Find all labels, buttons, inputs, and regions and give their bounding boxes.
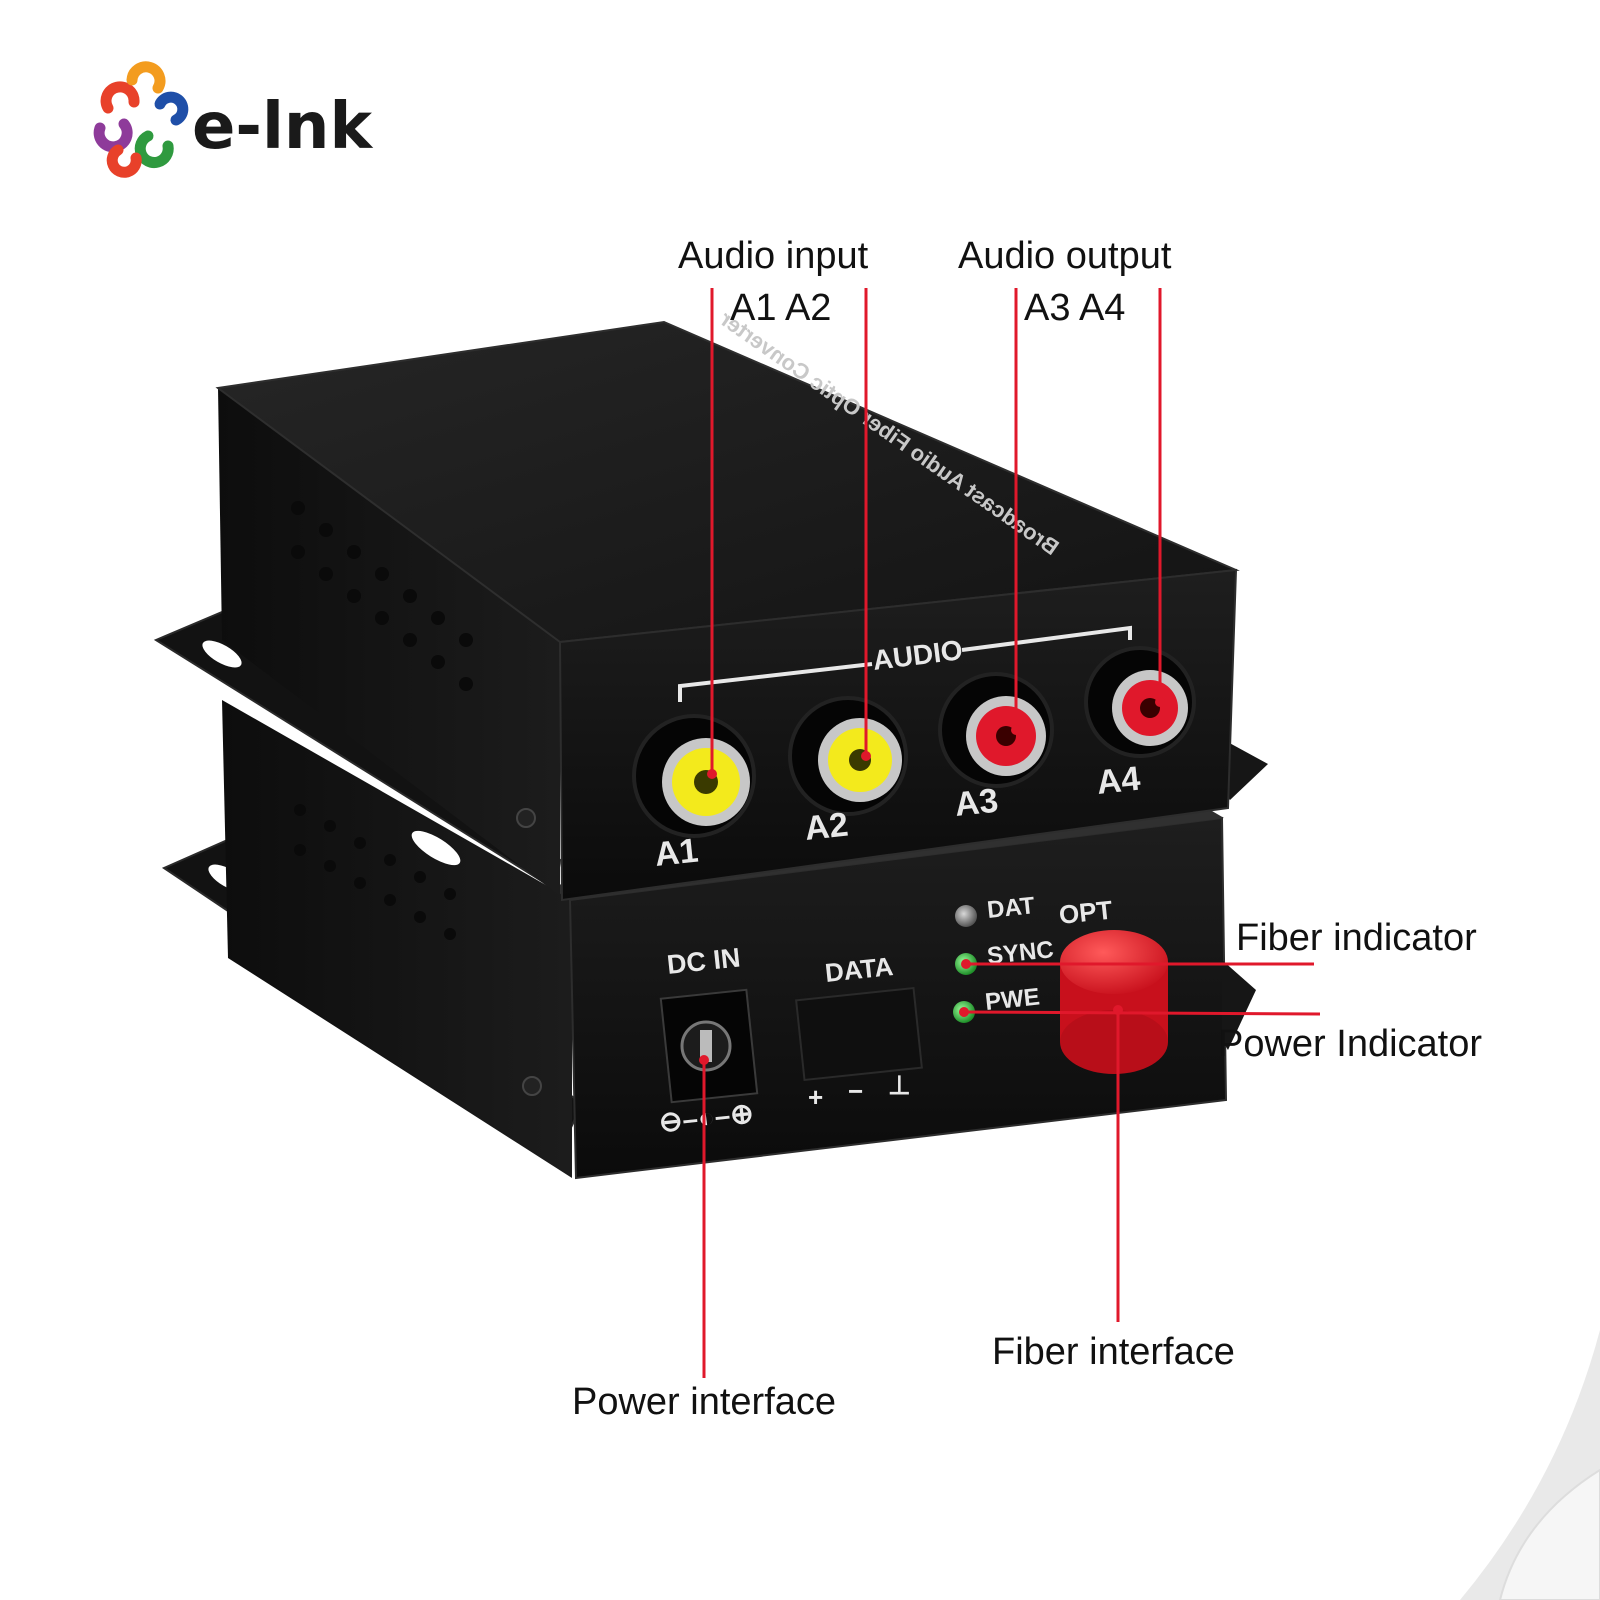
callout-audio-output-title: Audio output [958, 235, 1172, 277]
logo-swirl-4 [93, 118, 133, 153]
callout-fiber-interface: Fiber interface [992, 1331, 1235, 1373]
opt-label: OPT [1057, 895, 1113, 930]
fiber-port [1060, 930, 1168, 1074]
lower-side-vents [294, 804, 456, 940]
callout-dots [699, 697, 1165, 1065]
upper-flange-slot [411, 830, 461, 866]
lower-right-flange [1222, 960, 1256, 1050]
callout-line-power-indicator [963, 1010, 1321, 1016]
dat-led-label: DAT [986, 892, 1036, 924]
upper-flange-slot [202, 640, 242, 668]
fiber-port-cap-bottom [1060, 1010, 1168, 1074]
callout-fiber-indicator: Fiber indicator [1236, 917, 1477, 959]
upper-side-vents [291, 501, 473, 691]
logo-mark-icon [93, 61, 189, 178]
rca-jack-a4 [1084, 646, 1196, 758]
rca-jack-a1 [632, 714, 756, 838]
logo-swirl-5 [134, 130, 174, 169]
upper-right-flange [1222, 740, 1268, 800]
pwe-led-label: PWE [984, 983, 1041, 1016]
port-label-a2: A2 [803, 806, 850, 848]
brand-name: e-lnk [192, 90, 373, 164]
upper-side-panel [218, 388, 560, 896]
fiber-port-cap-top [1060, 930, 1168, 994]
port-label-a3: A3 [953, 782, 1000, 824]
port-label-a1: A1 [653, 832, 700, 874]
upper-unit: Broadcast Audio Fiber Optic Converter AU… [153, 306, 1268, 902]
callout-lines [702, 288, 1321, 1378]
callout-audio-input-title: Audio input [678, 235, 869, 277]
logo-swirl-6 [106, 144, 142, 178]
logo-swirl-3 [154, 91, 189, 126]
logo-swirl-2 [126, 61, 166, 94]
rca-jack-a2 [788, 696, 908, 816]
rca-jack-a3 [938, 672, 1054, 788]
logo-swirl-1 [100, 81, 140, 114]
callout-power-interface: Power interface [572, 1381, 836, 1423]
upper-side-screw [516, 808, 536, 828]
data-label: DATA [823, 951, 894, 988]
port-label-a4: A4 [1095, 760, 1142, 802]
dc-jack-pin [700, 1030, 712, 1062]
data-pin-minus: − [848, 1076, 863, 1106]
data-pin-ground: ⊥ [888, 1070, 911, 1100]
callout-audio-output-ports: A3 A4 [1024, 287, 1125, 329]
callout-audio-input-ports: A1 A2 [730, 287, 831, 329]
lower-side-screw [522, 1076, 542, 1096]
audio-bracket-line [678, 662, 873, 702]
data-pin-plus: + [808, 1082, 823, 1112]
audio-bracket-line [961, 625, 1132, 652]
data-terminal [795, 986, 923, 1082]
dat-led [955, 905, 977, 927]
lower-flange-slot [427, 1090, 477, 1126]
lower-side-panel [222, 700, 572, 1178]
callout-power-indicator: Power Indicator [1218, 1023, 1482, 1065]
brand-logo: e-lnk [93, 61, 373, 178]
